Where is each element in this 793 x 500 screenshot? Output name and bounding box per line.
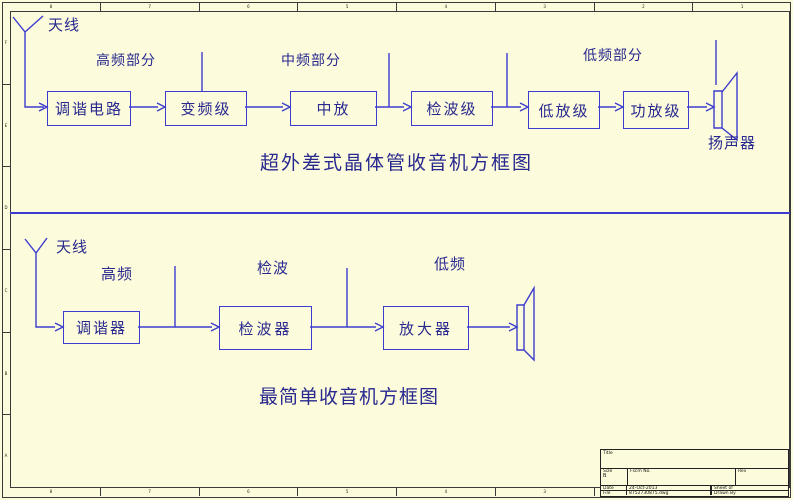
date-label: Date [601, 486, 627, 490]
speaker-icon [721, 70, 738, 142]
zone-label: 7 [101, 2, 200, 11]
date-value: 24-Oct-2013 [627, 486, 711, 490]
diagram1-hf-section-label: 高频部分 [96, 53, 156, 69]
title-block-rev-cell: Rev [736, 469, 788, 485]
zone-label: 7 [101, 487, 200, 496]
zone-label: 2 [595, 2, 694, 11]
zone-label: A [2, 415, 10, 499]
arrowhead-icon [614, 102, 625, 112]
fscm-label: Fscm No. [630, 469, 651, 474]
arrowhead-icon [38, 102, 49, 112]
title-block-fscm-cell: Fscm No. [628, 469, 736, 485]
zone-label: 1 [740, 3, 744, 9]
antenna-icon [35, 237, 48, 254]
title-block-title-row: Title [601, 450, 788, 469]
diagram1-antenna-label: 天线 [48, 16, 81, 34]
size-value: B [603, 473, 607, 479]
diagram1-block-converter: 变频级 [165, 91, 247, 126]
zone-label: 6 [200, 2, 299, 11]
arrowhead-icon [156, 102, 167, 112]
zone-label: D [2, 167, 10, 251]
zone-label: 8 [2, 2, 101, 11]
zone-label: 6 [200, 487, 299, 496]
arrowhead-icon [519, 102, 530, 112]
arrowhead-icon [281, 102, 292, 112]
zone-label: 3 [496, 487, 595, 496]
diagram1-block-if-amp: 中放 [290, 91, 377, 126]
arrowhead-icon [210, 322, 221, 332]
arrowhead-icon [402, 102, 413, 112]
zone-strip-top: 8 7 6 5 4 3 2 1 [2, 2, 791, 11]
title-block-title-label: Title [603, 451, 613, 456]
sheet-label: Sheet of [711, 486, 788, 490]
diagram1-block-detector: 检波级 [411, 91, 493, 126]
antenna-icon [24, 238, 55, 328]
arrowhead-icon [508, 322, 519, 332]
arrowhead-icon [374, 322, 385, 332]
diagram2-block-amplifier: 放大器 [383, 306, 469, 350]
zone-label: 8 [2, 487, 101, 496]
diagram1-speaker-label: 扬声器 [708, 134, 757, 152]
title-block-size-cell: Size B [601, 469, 628, 485]
drawn-by-label: Drawn By [711, 491, 788, 495]
diagram1-block-low-amp: 低放级 [528, 91, 600, 129]
arrowhead-icon [705, 102, 716, 112]
diagram2-hf-label: 高频 [101, 265, 134, 283]
diagram2-block-detector: 检波器 [219, 306, 312, 350]
zone-label: C [2, 250, 10, 333]
diagram2-antenna-label: 天线 [56, 238, 89, 256]
antenna-icon [12, 16, 44, 108]
diagram1-title: 超外差式晶体管收音机方框图 [260, 152, 534, 174]
file-label: File [601, 491, 627, 495]
zone-label: 3 [496, 2, 595, 11]
diagram2-det-label: 检波 [257, 259, 290, 277]
diagram1-lf-section-label: 低频部分 [583, 48, 643, 64]
diagram2-title: 最简单收音机方框图 [258, 386, 439, 408]
zone-label: 5 [298, 2, 397, 11]
speaker-icon [516, 304, 525, 351]
rev-label: Rev [738, 469, 747, 474]
title-block: Title Size B Fscm No. Rev Date 24-Oct-20… [600, 449, 789, 497]
file-value: 8752730875.dwg [627, 491, 711, 495]
zone-label: 5 [298, 487, 397, 496]
zone-label: 4 [397, 487, 496, 496]
speaker-icon [713, 90, 723, 129]
zone-label: E [2, 85, 10, 168]
diagram1-if-section-label: 中频部分 [281, 53, 341, 69]
diagram2-block-tuner: 调谐器 [63, 311, 140, 344]
size-label: Size [603, 469, 613, 474]
diagram1-block-tuning-circuit: 调谐电路 [47, 91, 131, 126]
arrowhead-icon [54, 322, 65, 332]
diagram1-block-power-amp: 功放级 [623, 91, 689, 129]
zone-label: 4 [397, 2, 496, 11]
zone-label: F [2, 2, 10, 85]
diagram2-lf-label: 低频 [434, 255, 467, 273]
zone-label: B [2, 333, 10, 416]
inner-border [10, 11, 790, 488]
speaker-icon [523, 285, 535, 362]
zone-strip-left: F E D C B A [2, 2, 10, 499]
antenna-icon [24, 15, 44, 33]
